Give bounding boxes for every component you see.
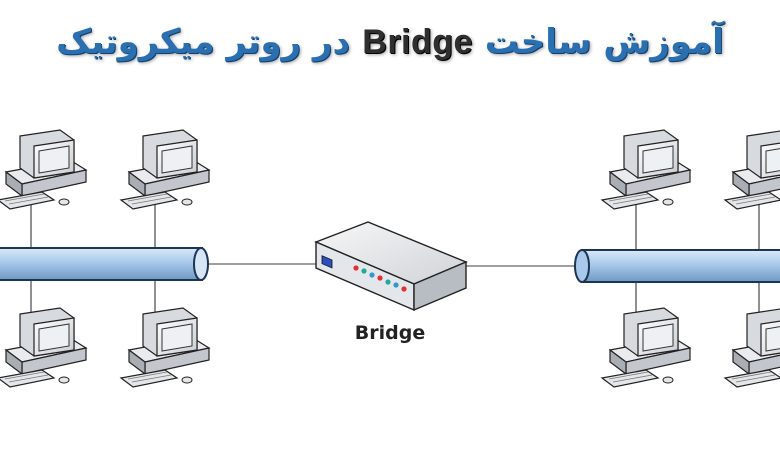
title-prefix: آموزش ساخت [472,22,724,62]
computer-icon [120,307,210,388]
computer-icon [0,129,87,210]
coax-cable-right [574,249,780,283]
computer-icon [120,129,210,210]
computer-icon [724,307,780,388]
computer-icon [601,129,691,210]
page-title: آموزش ساخت Bridge در روتر میکروتیک [0,22,780,62]
title-suffix: در روتر میکروتیک [56,22,363,62]
computer-icon [601,307,691,388]
network-bridge-icon [314,221,578,312]
port-leds [353,265,407,292]
title-bridge-word: Bridge [362,23,473,61]
bridge-label: Bridge [354,322,426,344]
computer-icon [724,129,780,210]
computer-icon [0,307,87,388]
coax-cable-left [0,247,209,281]
right-lan-segment [574,129,780,388]
left-lan-segment [0,129,320,388]
